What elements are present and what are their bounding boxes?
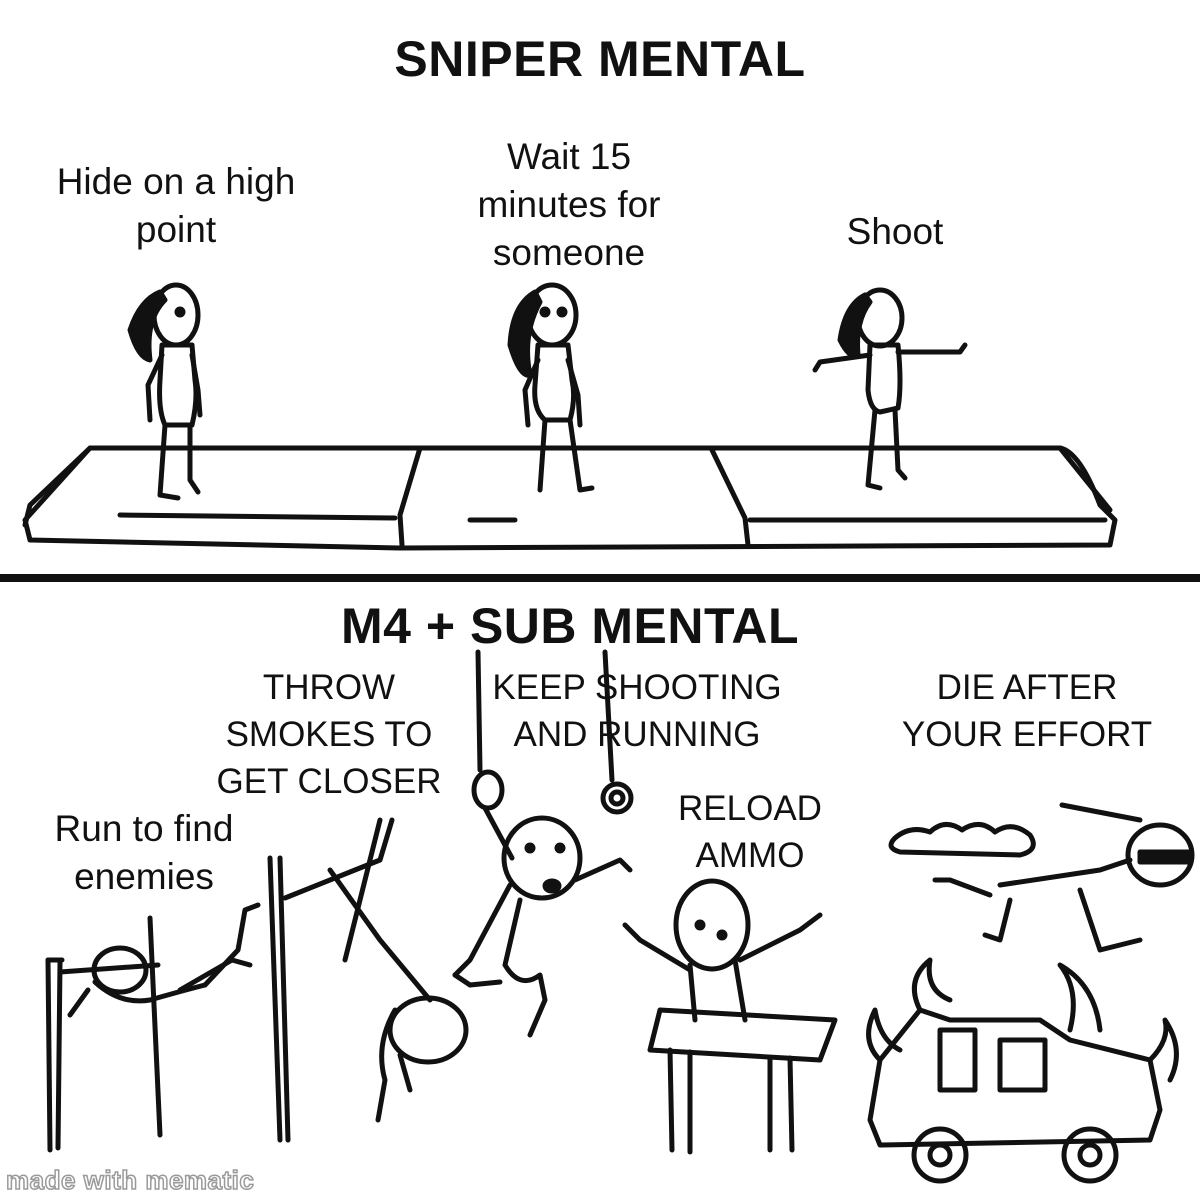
gymnast-figure-1 (127, 282, 203, 501)
rings-figure (452, 649, 634, 1038)
caption-line: YOUR EFFORT (901, 715, 1153, 754)
gym-mat-drawing (22, 445, 1118, 551)
caption-line: RELOAD (678, 789, 822, 828)
caption-line: point (135, 209, 217, 250)
burning-car-figure (866, 802, 1195, 1184)
caption-line: enemies (74, 856, 214, 897)
caption-reload-ammo: RELOAD AMMO (660, 785, 840, 879)
caption-line: KEEP SHOOTING (492, 668, 782, 707)
caption-line: AND RUNNING (513, 715, 761, 754)
caption-run-find-enemies: Run to find enemies (30, 805, 258, 901)
uneven-bars-figure (267, 817, 469, 1143)
caption-line: minutes for (477, 184, 661, 225)
mematic-watermark: made with mematic (5, 1164, 255, 1196)
caption-die-after-effort: DIE AFTER YOUR EFFORT (880, 664, 1174, 758)
caption-hide-high-point: Hide on a high point (30, 158, 322, 254)
caption-line: SMOKES TO (225, 715, 433, 754)
caption-line: Hide on a high (56, 161, 296, 202)
caption-line: Run to find (54, 808, 234, 849)
caption-line: AMMO (695, 836, 805, 875)
vault-figure (622, 878, 838, 1155)
bottom-panel-title: M4 + SUB MENTAL (341, 598, 799, 654)
top-panel-title: SNIPER MENTAL (394, 31, 806, 87)
gymnast-figure-2 (507, 282, 595, 493)
caption-keep-shooting: KEEP SHOOTING AND RUNNING (468, 664, 806, 758)
caption-line: THROW (262, 668, 396, 707)
caption-line: DIE AFTER (936, 668, 1118, 707)
caption-line: someone (492, 232, 646, 273)
caption-throw-smokes: THROW SMOKES TO GET CLOSER (200, 664, 458, 805)
caption-line: Wait 15 (506, 136, 632, 177)
gymnast-figure-3 (812, 287, 968, 491)
caption-line: GET CLOSER (216, 762, 442, 801)
bar-hanging-figure (45, 902, 261, 1153)
panel-divider (0, 574, 1200, 582)
caption-wait-15-minutes: Wait 15 minutes for someone (448, 133, 690, 277)
caption-shoot: Shoot (795, 208, 995, 256)
caption-line: Shoot (846, 211, 944, 252)
